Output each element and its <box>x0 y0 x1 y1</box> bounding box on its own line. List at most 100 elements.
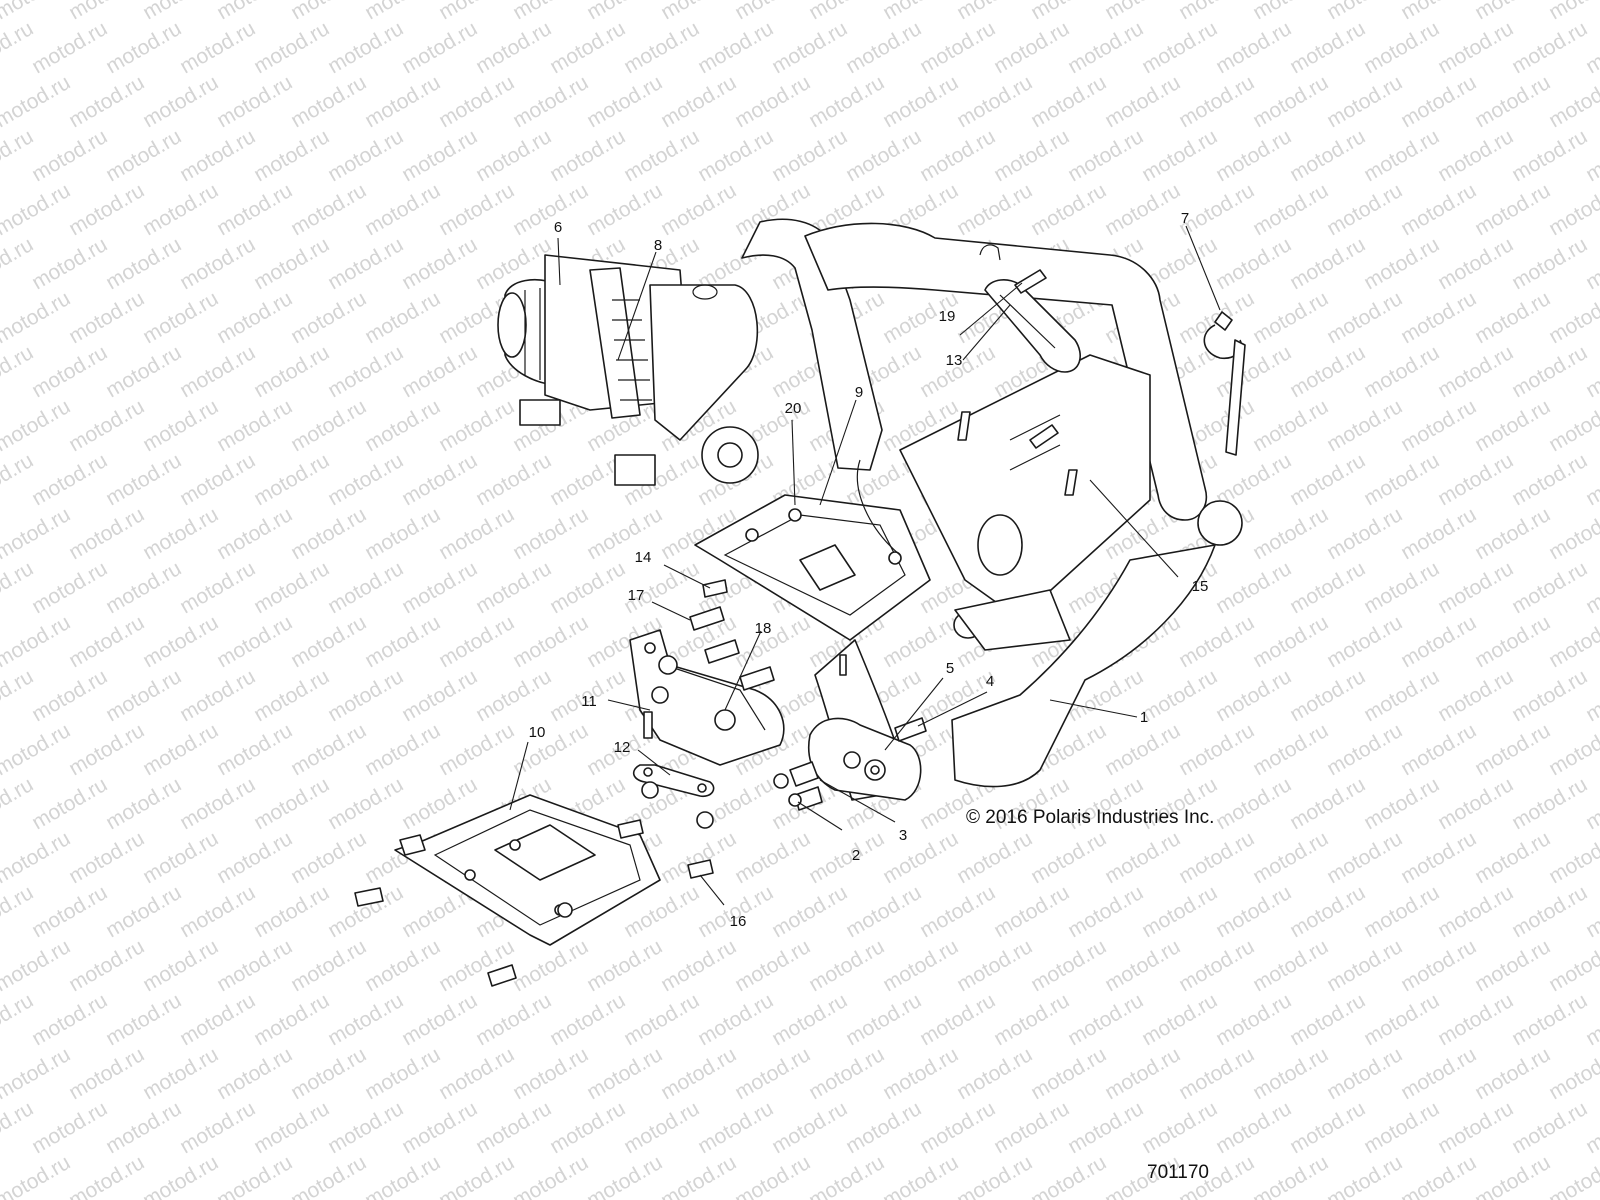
watermark-text: motod.ru <box>1508 125 1591 186</box>
watermark-text: motod.ru <box>176 881 259 942</box>
watermark-text: motod.ru <box>1212 773 1295 834</box>
watermark-text: motod.ru <box>0 179 74 240</box>
watermark-text: motod.ru <box>879 0 962 24</box>
watermark-text: motod.ru <box>1323 503 1406 564</box>
watermark-text: motod.ru <box>176 773 259 834</box>
watermark-text: motod.ru <box>287 179 370 240</box>
callout-6: 6 <box>554 219 562 236</box>
watermark-text: motod.ru <box>398 1097 481 1158</box>
fairlead <box>984 279 1081 373</box>
watermark-text: motod.ru <box>324 341 407 402</box>
copyright-notice: © 2016 Polaris Industries Inc. <box>966 807 1214 828</box>
watermark-text: motod.ru <box>0 719 74 780</box>
watermark-text: motod.ru <box>361 503 444 564</box>
watermark-text: motod.ru <box>1360 665 1443 726</box>
watermark-text: motod.ru <box>916 17 999 78</box>
watermark-text: motod.ru <box>0 827 74 888</box>
watermark-text: motod.ru <box>1286 233 1369 294</box>
watermark-text: motod.ru <box>139 71 222 132</box>
watermark-text: motod.ru <box>0 17 37 78</box>
watermark-text: motod.ru <box>916 881 999 942</box>
watermark-text: motod.ru <box>1212 17 1295 78</box>
watermark-text: motod.ru <box>139 611 222 672</box>
watermark-text: motod.ru <box>805 1043 888 1104</box>
watermark-text: motod.ru <box>250 1097 333 1158</box>
watermark-text: motod.ru <box>1138 17 1221 78</box>
watermark-text: motod.ru <box>65 935 148 996</box>
watermark-text: motod.ru <box>324 233 407 294</box>
watermark-text: motod.ru <box>1175 935 1258 996</box>
watermark-text: motod.ru <box>842 125 925 186</box>
watermark-text: motod.ru <box>1545 395 1600 456</box>
watermark-text: motod.ru <box>546 125 629 186</box>
watermark-text: motod.ru <box>731 1043 814 1104</box>
watermark-text: motod.ru <box>287 287 370 348</box>
watermark-text: motod.ru <box>1175 71 1258 132</box>
watermark-text: motod.ru <box>768 125 851 186</box>
watermark-text: motod.ru <box>1249 287 1332 348</box>
watermark-text: motod.ru <box>694 125 777 186</box>
watermark-text: motod.ru <box>1397 935 1480 996</box>
watermark-text: motod.ru <box>1434 557 1517 618</box>
watermark-text: motod.ru <box>694 989 777 1050</box>
watermark-text: motod.ru <box>1545 287 1600 348</box>
watermark-text: motod.ru <box>805 71 888 132</box>
watermark-text: motod.ru <box>398 233 481 294</box>
watermark-text: motod.ru <box>1545 611 1600 672</box>
callout-20: 20 <box>785 400 802 417</box>
watermark-text: motod.ru <box>1249 935 1332 996</box>
watermark-text: motod.ru <box>0 881 37 942</box>
callout-16: 16 <box>730 913 747 930</box>
watermark-text: motod.ru <box>805 0 888 24</box>
watermark-text: motod.ru <box>435 719 518 780</box>
watermark-text: motod.ru <box>1471 287 1554 348</box>
bumper-end-plate <box>808 717 922 801</box>
watermark-text: motod.ru <box>28 773 111 834</box>
watermark-text: motod.ru <box>176 233 259 294</box>
watermark-text: motod.ru <box>1175 719 1258 780</box>
watermark-text: motod.ru <box>768 989 851 1050</box>
watermark-text: motod.ru <box>102 989 185 1050</box>
watermark-text: motod.ru <box>28 1097 111 1158</box>
watermark-text: motod.ru <box>324 665 407 726</box>
watermark-text: motod.ru <box>28 17 111 78</box>
watermark-text: motod.ru <box>879 827 962 888</box>
watermark-text: motod.ru <box>509 71 592 132</box>
watermark-text: motod.ru <box>28 449 111 510</box>
watermark-text: motod.ru <box>0 125 37 186</box>
fasteners <box>354 269 1078 987</box>
watermark-text: motod.ru <box>509 1043 592 1104</box>
watermark-text: motod.ru <box>1323 395 1406 456</box>
watermark-text: motod.ru <box>1360 125 1443 186</box>
watermark-text: motod.ru <box>1027 0 1110 24</box>
watermark-text: motod.ru <box>324 125 407 186</box>
watermark-text: motod.ru <box>1434 233 1517 294</box>
callout-11: 11 <box>581 693 597 710</box>
watermark-text: motod.ru <box>324 449 407 510</box>
watermark-text: motod.ru <box>139 719 222 780</box>
callout-7: 7 <box>1181 210 1189 227</box>
callout-2: 2 <box>852 847 860 864</box>
watermark-text: motod.ru <box>1027 935 1110 996</box>
watermark-text: motod.ru <box>139 1043 222 1104</box>
watermark-text: motod.ru <box>1397 1151 1480 1200</box>
watermark-text: motod.ru <box>250 17 333 78</box>
watermark-text: motod.ru <box>361 611 444 672</box>
callout-17: 17 <box>628 587 645 604</box>
watermark-text: motod.ru <box>139 395 222 456</box>
watermark-text: motod.ru <box>731 827 814 888</box>
watermark-text: motod.ru <box>1434 773 1517 834</box>
watermark-text: motod.ru <box>879 71 962 132</box>
watermark-text: motod.ru <box>287 719 370 780</box>
watermark-text: motod.ru <box>361 179 444 240</box>
watermark-text: motod.ru <box>435 71 518 132</box>
watermark-text: motod.ru <box>657 1043 740 1104</box>
watermark-text: motod.ru <box>805 1151 888 1200</box>
watermark-text: motod.ru <box>1212 125 1295 186</box>
watermark-text: motod.ru <box>583 503 666 564</box>
watermark-text: motod.ru <box>1101 719 1184 780</box>
watermark-text: motod.ru <box>287 0 370 24</box>
watermark-text: motod.ru <box>250 989 333 1050</box>
watermark-text: motod.ru <box>0 1043 74 1104</box>
watermark-text: motod.ru <box>842 1097 925 1158</box>
